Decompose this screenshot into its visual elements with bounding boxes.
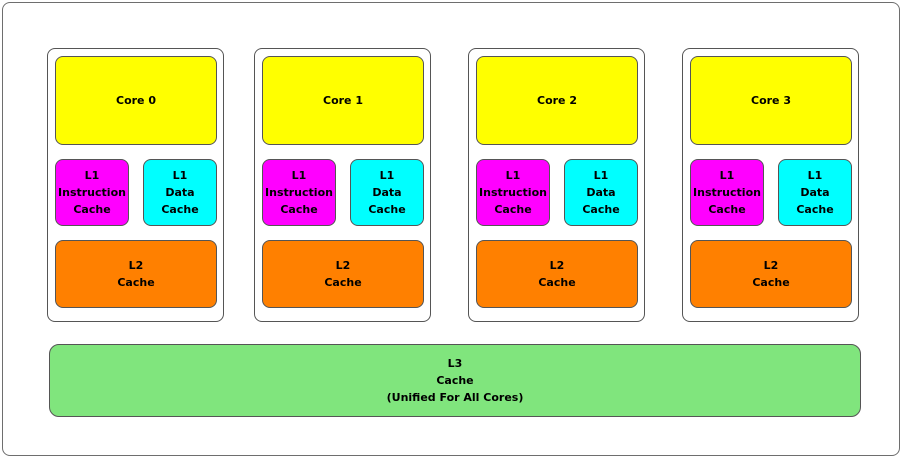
core-0-block: Core 0: [55, 56, 217, 145]
core-2-l1-instruction-cache: L1 Instruction Cache: [476, 159, 550, 226]
core-2-l2-cache: L2 Cache: [476, 240, 638, 308]
core-3-block: Core 3: [690, 56, 852, 145]
core-2-block: Core 2: [476, 56, 638, 145]
core-2-l1-data-cache: L1 Data Cache: [564, 159, 638, 226]
l3-cache: L3 Cache (Unified For All Cores): [49, 344, 861, 417]
core-0-l2-cache: L2 Cache: [55, 240, 217, 308]
core-0-l1-instruction-cache: L1 Instruction Cache: [55, 159, 129, 226]
core-3-l1-instruction-cache: L1 Instruction Cache: [690, 159, 764, 226]
core-panel-1: Core 1 L1 Instruction Cache L1 Data Cach…: [254, 48, 431, 322]
core-panel-2: Core 2 L1 Instruction Cache L1 Data Cach…: [468, 48, 645, 322]
core-1-l1-data-cache: L1 Data Cache: [350, 159, 424, 226]
core-3-l1-data-cache: L1 Data Cache: [778, 159, 852, 226]
core-3-l2-cache: L2 Cache: [690, 240, 852, 308]
core-0-l1-data-cache: L1 Data Cache: [143, 159, 217, 226]
core-1-l2-cache: L2 Cache: [262, 240, 424, 308]
core-1-l1-instruction-cache: L1 Instruction Cache: [262, 159, 336, 226]
core-panel-3: Core 3 L1 Instruction Cache L1 Data Cach…: [682, 48, 859, 322]
core-1-block: Core 1: [262, 56, 424, 145]
core-panel-0: Core 0 L1 Instruction Cache L1 Data Cach…: [47, 48, 224, 322]
